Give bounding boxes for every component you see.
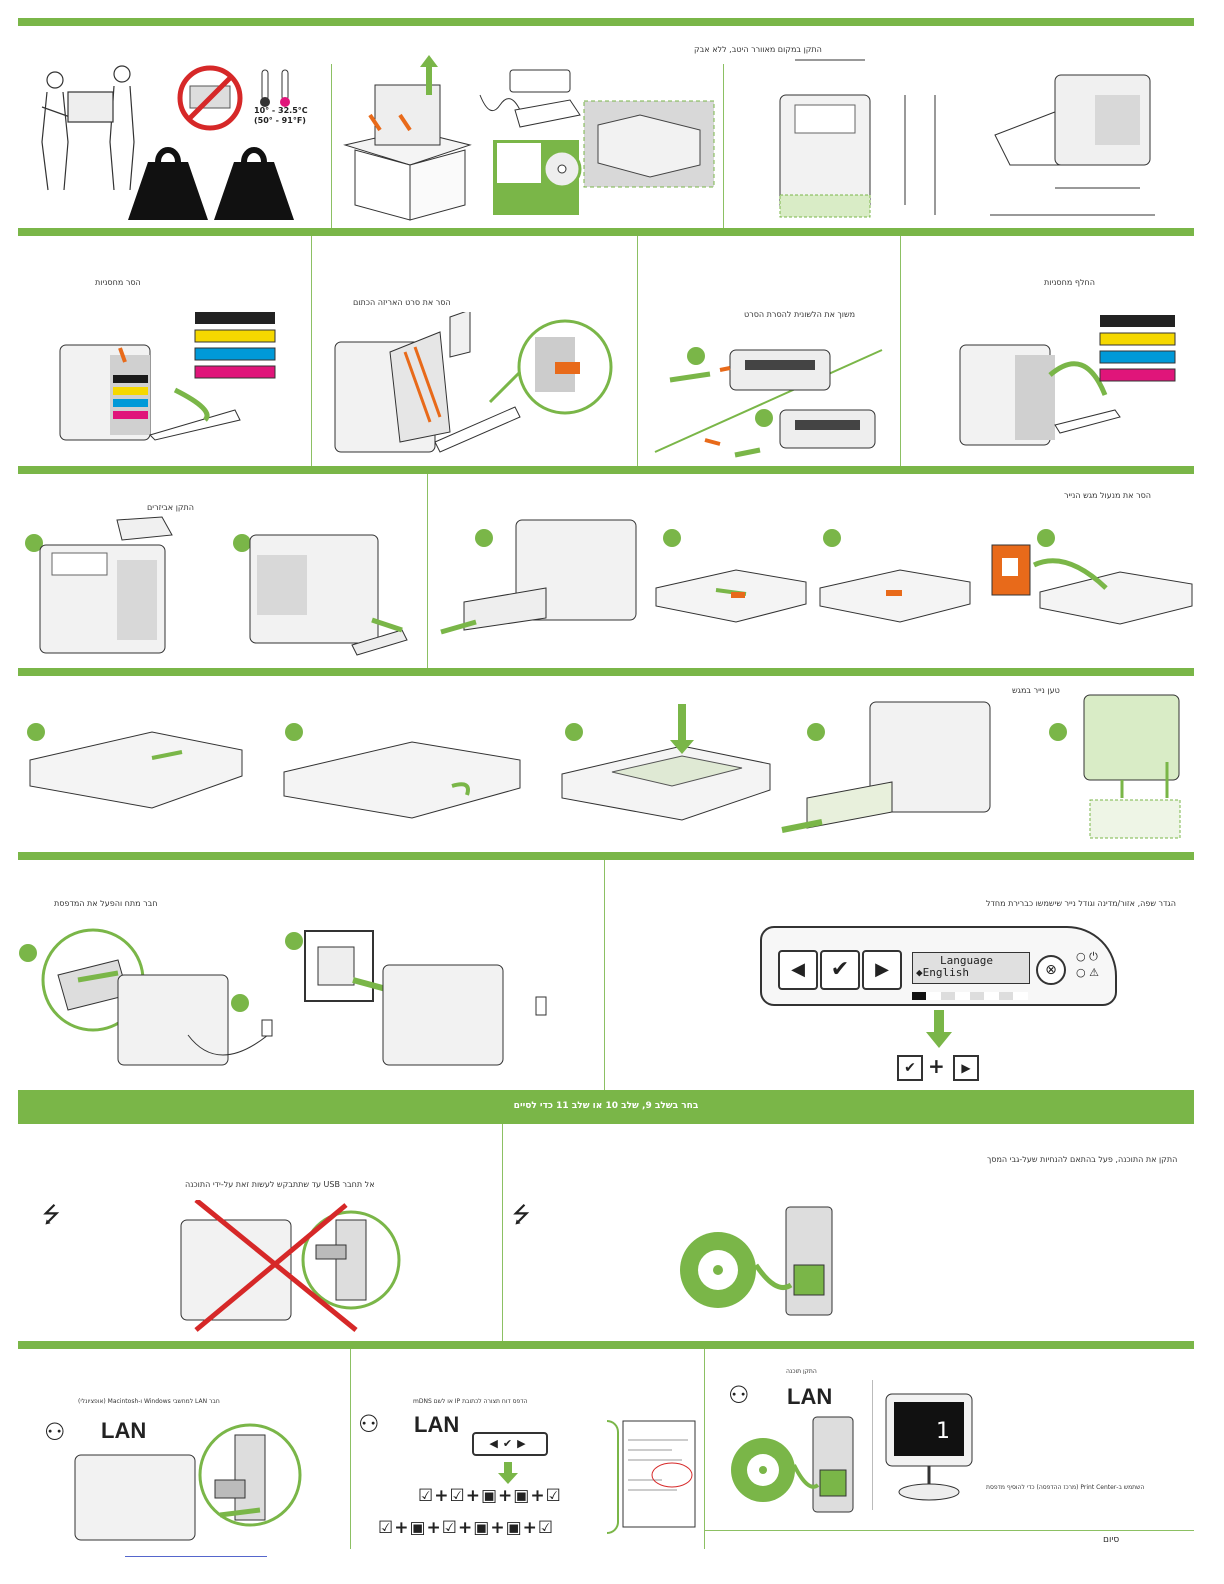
key-sequence-1: ☑+☑+▣+▣+☑ [418,1486,562,1506]
temperature-range: 10° - 32.5°C (50° - 91°F) [254,106,308,126]
caption-install-accessories: התקן אביזרים [147,503,195,512]
down-arrow-icon [498,1462,518,1484]
divider [350,1349,351,1549]
monitor-illustration: 1 [885,1393,973,1501]
ready-light-icon: ○ ⏻ [1076,950,1098,963]
lcd-line-2: ◆English [916,966,969,979]
mini-control-panel: ◀✔▶ [472,1432,548,1456]
lan-label: LAN [101,1418,147,1443]
install-cd-illustration [731,1416,854,1513]
caption-install-software-small: התקן תוכנה [786,1368,817,1375]
banner-text: בחר בשלב 9, שלב 10 או שלב 11 כדי לסיים [513,1101,699,1111]
finish-step-banner: בחר בשלב 9, שלב 10 או שלב 11 כדי לסיים [18,1090,1194,1124]
caption-set-language: הגדר שפה, אזור/מדינה וגודל נייר שישמשו כ… [986,899,1176,908]
divider [637,236,638,466]
indicator-strip [912,992,1028,1000]
lcd-display [912,952,1030,984]
usb-icon: ⭍ [512,1203,531,1228]
config-page-illustration [622,1420,696,1528]
divider [872,1380,873,1510]
load-paper-illustration [27,694,1181,839]
divider [704,1349,705,1549]
svg-text:1: 1 [936,1419,950,1444]
usb-icon: ⭍ [42,1203,61,1228]
remove-cartridges-illustration [59,312,276,441]
caption-replace-cartridges: החלף מחסניות [1044,278,1095,287]
divider [723,64,724,228]
network-icon: ⚇ [358,1410,380,1438]
temperature-celsius: 10° - 32.5°C [254,106,308,115]
caption-config-page: הדפס דוח תצורה לכתובת IP או לשם mDNS [413,1398,528,1405]
replace-cartridges-illustration [959,315,1176,446]
section-bar-6 [18,1341,1194,1349]
key-sequence-2: ☑+▣+☑+▣+▣+☑ [378,1518,555,1538]
left-arrow-button[interactable]: ◀ [778,950,818,990]
cancel-icon[interactable]: ⊗ [1036,955,1066,985]
divider [331,64,332,228]
install-cd-illustration [680,1206,833,1316]
remove-tape-illustration [334,312,613,453]
right-key-icon: ▶ [953,1055,979,1081]
network-icon: ⚇ [728,1381,750,1409]
section-bar-2 [18,228,1194,236]
clearance-illustration [779,59,1155,218]
section-bar-5 [18,852,1194,860]
select-check-button[interactable]: ✔ [820,950,860,990]
lan-label: LAN [414,1412,460,1437]
attention-light-icon: ○ ⚠ [1076,966,1099,979]
right-arrow-button[interactable]: ▶ [862,950,902,990]
caption-remove-tray-lock: הסר את מנעול מגש הנייר [1064,491,1152,500]
section-bar-3 [18,466,1194,474]
caption-remove-tape: הסר את סרט האריזה הכתום [353,298,451,307]
divider [604,860,605,1090]
caption-install-software: התקן את התוכנה, פעל בהתאם להנחיות שעל-גב… [987,1155,1178,1164]
lcd-line-1: Language [940,954,993,967]
caption-lan-connect: חבר LAN למחשבי Windows ו-Macintosh (אופצ… [78,1398,220,1405]
install-accessories-illustration [25,516,408,656]
caption-ventilated: התקן במקום מאוורר היטב, ללא אבק [694,45,822,54]
down-arrow-icon [926,1010,952,1048]
unpack-illustration [41,65,294,220]
lan-label: LAN [787,1384,833,1409]
box-contents-illustration [343,55,715,221]
finish-label: סיום [1103,1535,1120,1545]
lan-connect-illustration [74,1423,302,1541]
caption-no-usb: אל תחבר USB עד שתתבקש לעשות זאת על-ידי ה… [185,1180,375,1189]
caption-connect-power: חבר מתח והפעל את המדפסת [54,899,158,908]
caption-print-center: השתמש ב-Print Center (מרכז ההדפסה) כדי ל… [986,1484,1145,1491]
footer-link-underline [125,1556,267,1557]
divider [427,474,428,668]
caption-load-paper: טען נייר במגש [1012,686,1060,695]
caption-remove-cartridges: הסר מחסניות [95,278,141,287]
remove-tray-lock-illustration [440,519,1193,635]
plus-icon: + [928,1054,945,1078]
check-key-icon: ✔ [897,1055,923,1081]
divider [704,1530,1194,1531]
divider [311,236,312,466]
temperature-fahrenheit: (50° - 91°F) [254,116,306,125]
connect-power-illustration [19,928,547,1066]
divider [900,236,901,466]
divider [502,1124,503,1341]
section-bar-4 [18,668,1194,676]
caption-pull-tab: משוך את הלשונית להסרת הסרט [744,310,856,319]
section-bar-1 [18,18,1194,26]
pull-tab-illustration [654,347,883,458]
network-icon: ⚇ [44,1418,66,1446]
no-usb-illustration [180,1200,401,1332]
bracket [607,1420,619,1534]
